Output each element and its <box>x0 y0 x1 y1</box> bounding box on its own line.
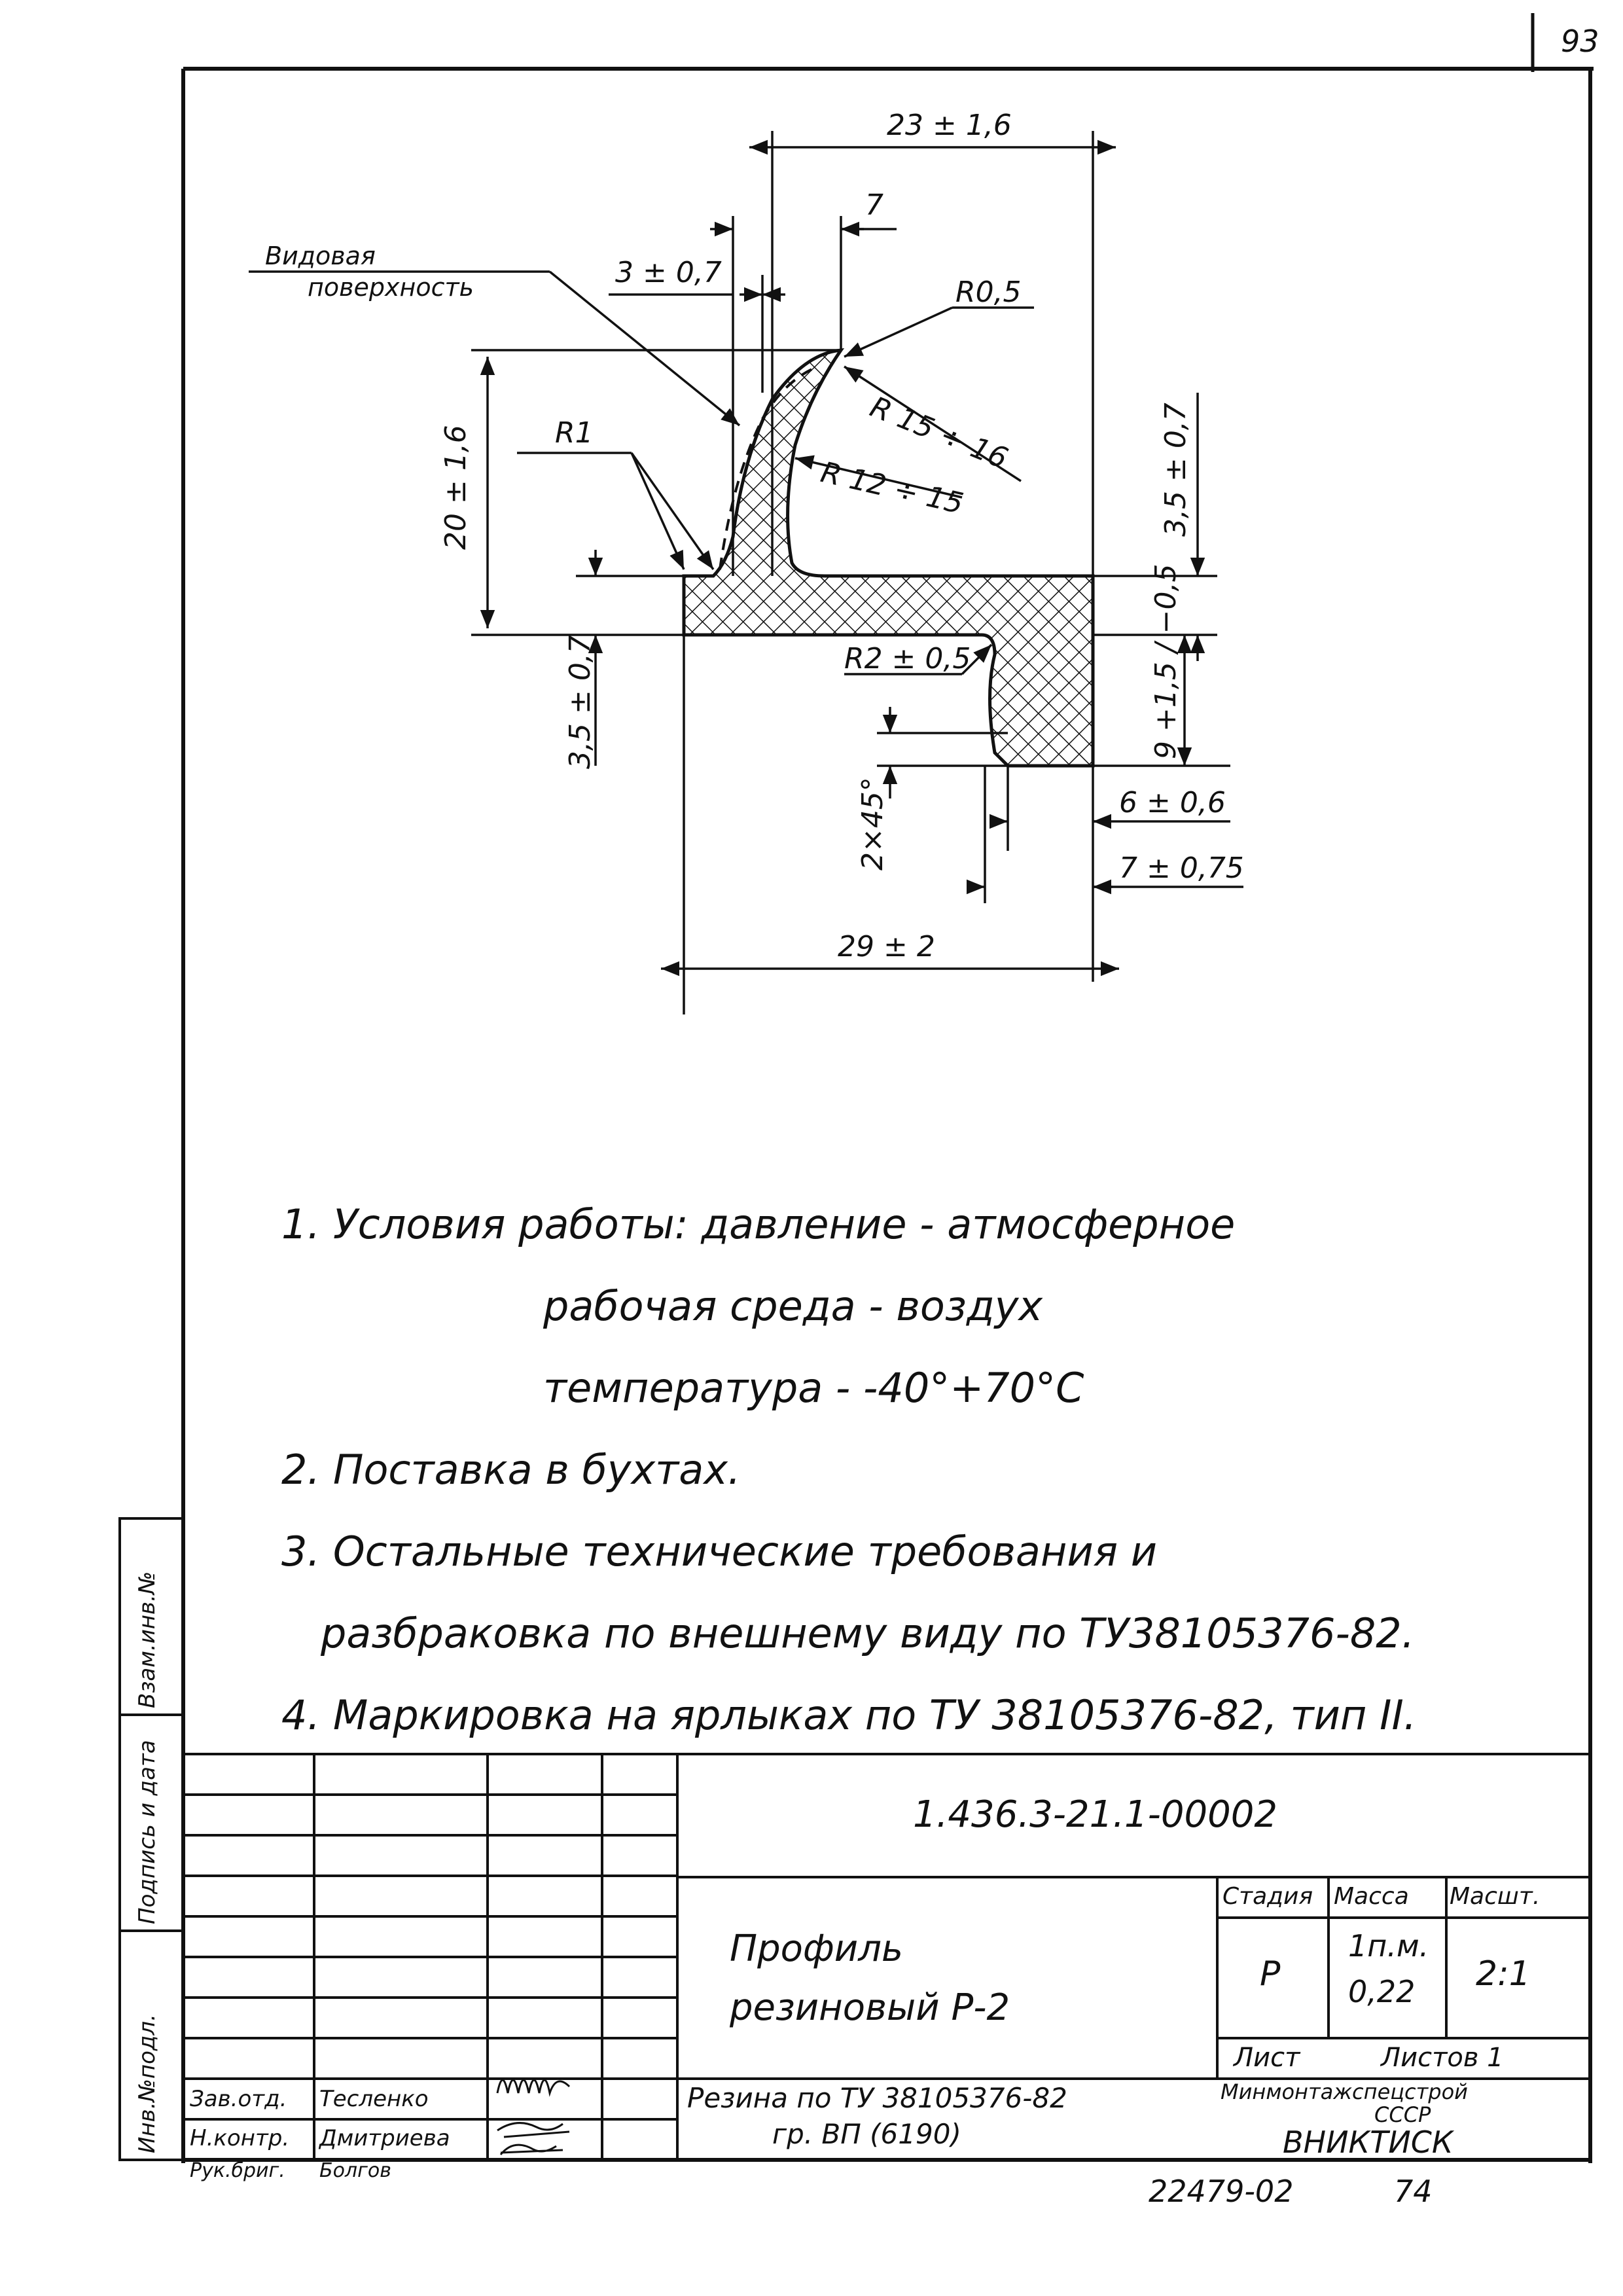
material-line2: гр. ВП (6190) <box>772 2118 961 2150</box>
signature-bolgov <box>499 2144 563 2155</box>
dim-radius-foot: R2 ± 0,5 <box>844 642 971 675</box>
dim-radius-tip: R0,5 <box>955 276 1022 309</box>
dim-flange-thickness-left: 3,5 ± 0,7 <box>563 635 597 769</box>
profile-section <box>682 348 1095 768</box>
org-line2: СССР <box>1374 2102 1431 2127</box>
visible-surface-dash <box>719 365 819 570</box>
surface-label-line1: Видовая <box>265 242 376 270</box>
note-1: 1. Условия работы: давление - атмосферно… <box>281 1200 1236 1248</box>
surface-label-line2: поверхность <box>308 273 474 302</box>
side-label-sign-date: Подпись и дата <box>134 1740 160 1924</box>
name-line1: Профиль <box>730 1928 903 1970</box>
signature-teslenko <box>496 2079 571 2097</box>
dim-foot-height: 9 +1,5 / −0,5 <box>1149 564 1183 759</box>
note-1-medium: рабочая среда - воздух <box>543 1282 1043 1330</box>
dim-lip-thickness: 3 ± 0,7 <box>615 256 722 289</box>
mass-value-line1: 1п.м. <box>1348 1928 1429 1964</box>
dim-overall-width: 23 ± 1,6 <box>887 109 1012 142</box>
side-label-inv-orig: Инв.№подл. <box>134 2014 160 2153</box>
role-1-name: Тесленко <box>319 2086 429 2112</box>
page-number: 74 <box>1394 2174 1433 2209</box>
scale-header: Масшт. <box>1450 1883 1541 1910</box>
dim-foot-width: 6 ± 0,6 <box>1119 786 1226 819</box>
role-3: Рук.бриг. <box>190 2159 285 2182</box>
binding-strip <box>118 1517 185 2161</box>
doc-number: 22479-02 <box>1149 2174 1294 2209</box>
signature-dmitrieva <box>497 2122 570 2138</box>
org-line1: Минмонтажспецстрой <box>1221 2079 1468 2104</box>
role-2-name: Дмитриева <box>319 2125 450 2151</box>
dimension-lines <box>471 131 1243 1014</box>
note-4: 4. Маркировка на ярлыках по ТУ 38105376-… <box>281 1691 1417 1739</box>
sheet-frame <box>181 13 1594 2163</box>
dim-foot-offset: 7 ± 0,75 <box>1119 852 1244 885</box>
sheet-label: Лист <box>1234 2043 1300 2073</box>
title-block-grid <box>183 1753 1590 2160</box>
note-3: 3. Остальные технические требования и <box>281 1528 1158 1575</box>
stage-header: Стадия <box>1222 1883 1313 1910</box>
note-3-continued: разбраковка по внешнему виду по ТУ381053… <box>321 1609 1415 1657</box>
org-line3: ВНИКТИСК <box>1283 2125 1454 2160</box>
note-1-temperature: температура - -40°+70°C <box>543 1364 1084 1412</box>
stage-value: Р <box>1260 1954 1281 1994</box>
mass-value-line2: 0,22 <box>1348 1974 1416 2009</box>
leader-lines <box>249 270 1034 675</box>
dim-chamfer: 2×45° <box>856 777 889 870</box>
note-2: 2. Поставка в бухтах. <box>281 1446 741 1494</box>
dim-radius-root: R1 <box>555 416 594 450</box>
material-line1: Резина по ТУ 38105376-82 <box>687 2082 1067 2114</box>
designation: 1.436.3-21.1-00002 <box>913 1793 1277 1836</box>
scale-value: 2:1 <box>1476 1954 1531 1994</box>
role-1: Зав.отд. <box>190 2086 287 2112</box>
sheet-number: 93 <box>1561 24 1599 59</box>
side-label-vzam-inv: Взам.инв.№ <box>134 1571 160 1708</box>
dim-lip-width: 7 <box>865 188 883 222</box>
signatures <box>496 2079 571 2155</box>
role-3-name: Болгов <box>319 2159 391 2182</box>
sheets-label: Листов 1 <box>1381 2043 1504 2073</box>
mass-header: Масса <box>1334 1883 1409 1910</box>
dim-flange-thickness-right: 3,5 ± 0,7 <box>1159 403 1192 537</box>
role-2: Н.контр. <box>190 2125 290 2151</box>
dim-total-height: 20 ± 1,6 <box>439 425 473 550</box>
name-line2: резиновый Р-2 <box>730 1986 1010 2029</box>
profile-outline <box>682 348 1095 768</box>
dim-base-width: 29 ± 2 <box>838 930 935 963</box>
